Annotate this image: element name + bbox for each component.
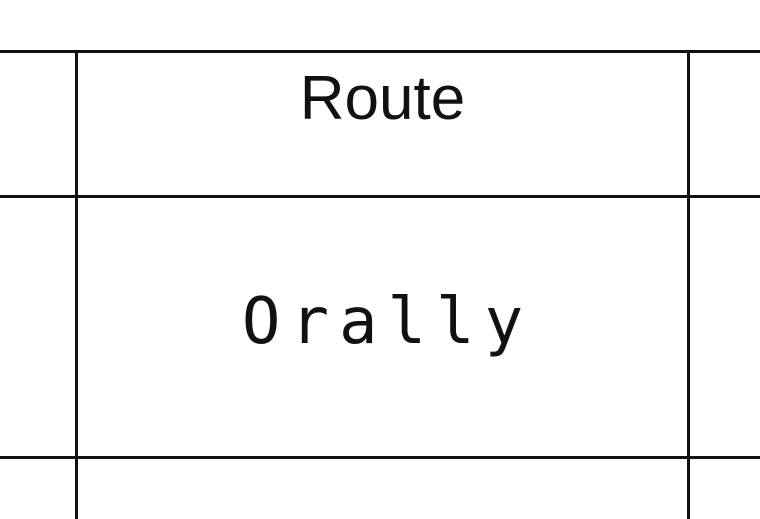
column-header: Route [299,64,466,133]
table-cell: Orally [78,198,687,456]
route-value: Orally [241,285,534,359]
column-left-border [75,50,78,519]
header-row-divider [0,195,760,198]
column-right-border [687,50,690,519]
header-cell-route: Route [78,53,687,195]
table-top-border [0,50,760,53]
row-divider [0,456,760,459]
